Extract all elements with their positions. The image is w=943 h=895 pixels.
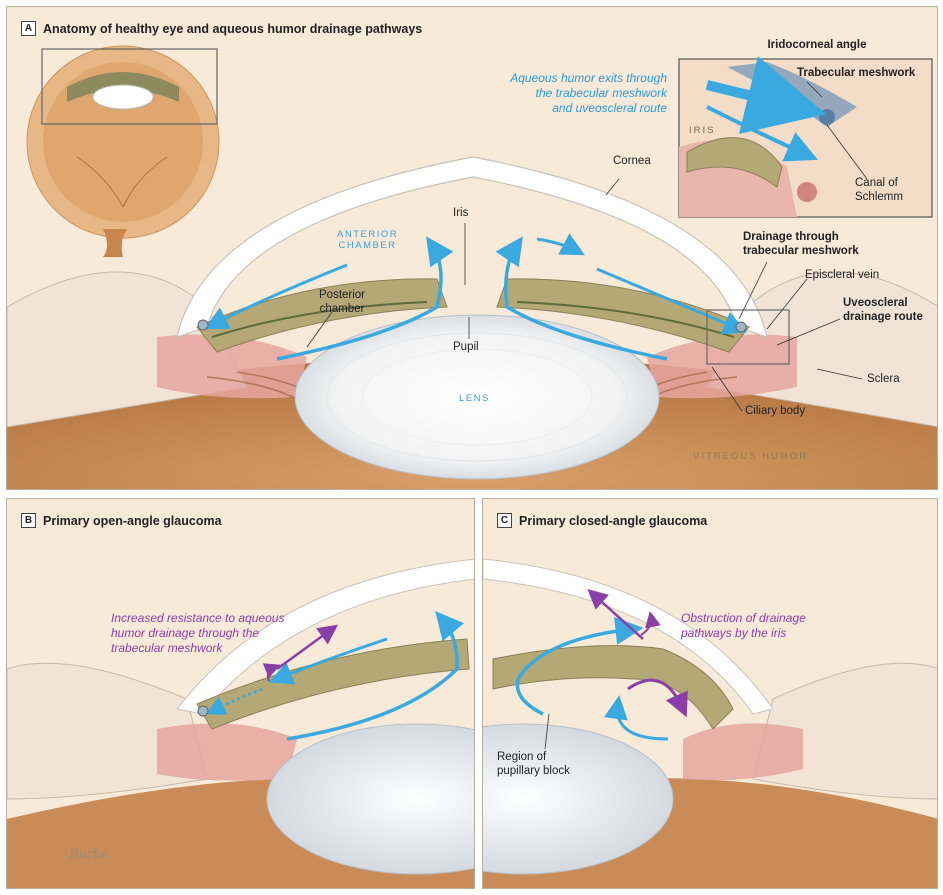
iris-label: Iris: [453, 207, 469, 219]
inset-trabecular-label: Trabecular meshwork: [797, 67, 916, 79]
lens: [294, 314, 660, 480]
healthy-eye-illustration: [7, 45, 937, 489]
inset-iris-label: IRIS: [689, 125, 716, 136]
cornea-label: Cornea: [613, 155, 651, 167]
panel-b-title: Primary open-angle glaucoma: [43, 513, 222, 528]
episcleral-vein-label: Episcleral vein: [805, 269, 880, 281]
panel-b-open-angle: B Primary open-angle glaucoma Increased …: [6, 498, 475, 889]
panel-c-badge: C: [497, 513, 512, 528]
sclera-label: Sclera: [867, 373, 900, 385]
lens-label: LENS: [459, 393, 490, 404]
panel-b-badge: B: [21, 513, 36, 528]
panel-a-badge: A: [21, 21, 36, 36]
iris-left: [196, 278, 448, 353]
panel-c-title: Primary closed-angle glaucoma: [519, 513, 708, 528]
posterior-chamber-label: Posterior chamber: [319, 289, 366, 315]
panel-a-healthy-eye: A Anatomy of healthy eye and aqueous hum…: [6, 6, 938, 490]
uveoscleral-label: Uveoscleral drainage route: [843, 297, 923, 323]
panel-b-header: B Primary open-angle glaucoma: [21, 513, 222, 528]
drainage-label: Drainage through trabecular meshwork: [743, 231, 859, 257]
inset-canal-label: Canal of Schlemm: [855, 177, 903, 203]
panel-c-header: C Primary closed-angle glaucoma: [497, 513, 707, 528]
inset-title: Iridocorneal angle: [767, 39, 867, 51]
panel-c-closed-angle: C Primary closed-angle glaucoma Obstruct…: [482, 498, 938, 889]
panel-a-header: A Anatomy of healthy eye and aqueous hum…: [21, 21, 422, 36]
iridocorneal-angle-inset: [678, 56, 933, 218]
pupil-label: Pupil: [453, 341, 479, 353]
cornea: [176, 156, 768, 338]
artist-signature: Burke: [69, 847, 109, 862]
whole-eye-thumbnail: [26, 45, 220, 257]
ciliary-body-label: Ciliary body: [745, 405, 806, 417]
pupillary-block-label: Region of pupillary block: [497, 751, 570, 777]
open-angle-illustration: [7, 558, 474, 888]
panel-c-note: Obstruction of drainage pathways by the …: [681, 611, 806, 640]
closed-angle-illustration: [483, 558, 937, 888]
panel-a-title: Anatomy of healthy eye and aqueous humor…: [43, 21, 423, 36]
vitreous-humor-label: VITREOUS HUMOR: [693, 451, 809, 462]
panel-a-note: Aqueous humor exits through the trabecul…: [510, 71, 667, 115]
anterior-chamber-label: ANTERIOR CHAMBER: [337, 229, 399, 252]
panel-b-note: Increased resistance to aqueous humor dr…: [111, 611, 285, 655]
